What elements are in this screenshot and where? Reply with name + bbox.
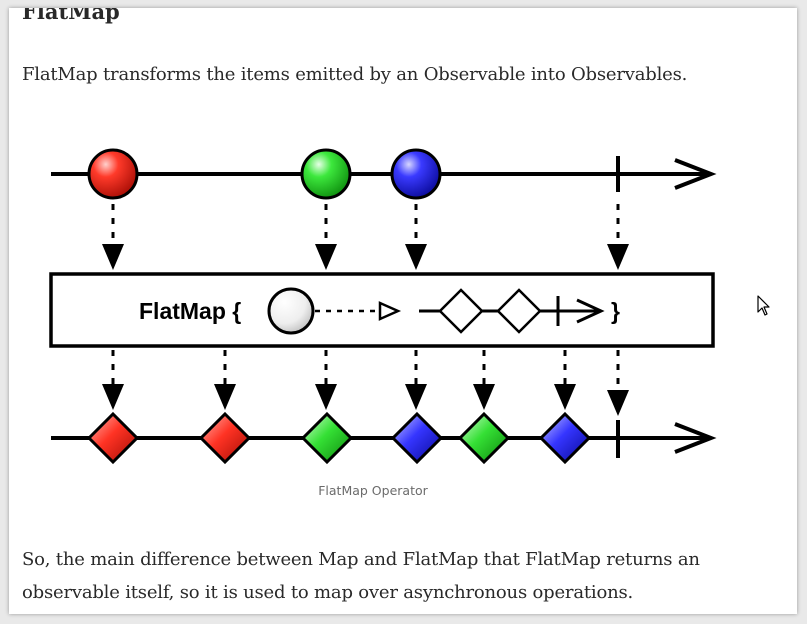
operator-diamond xyxy=(438,288,484,334)
mouse-cursor-icon xyxy=(757,295,770,316)
output-diamond-red xyxy=(86,411,140,465)
input-arrows xyxy=(111,204,620,244)
input-timeline-arrow xyxy=(674,158,717,190)
figure-caption: FlatMap Operator xyxy=(318,483,428,498)
marble-blue xyxy=(390,148,442,200)
operator-arrow xyxy=(576,298,605,324)
input-arrowheads xyxy=(102,244,629,270)
conclusion-line-2: observable itself, so it is used to map … xyxy=(22,582,634,603)
operator-input-marble xyxy=(267,287,315,335)
operator-hollow-arrowhead xyxy=(378,301,402,321)
operator-close-brace: } xyxy=(611,298,620,324)
flatmap-marble-diagram: FlatMap { } xyxy=(49,148,717,465)
output-diamond-red xyxy=(198,411,252,465)
conclusion-paragraph: So, the main difference between Map and … xyxy=(22,543,782,609)
output-timeline-arrow xyxy=(674,422,717,454)
operator-diamond xyxy=(496,288,542,334)
output-arrows xyxy=(111,350,620,390)
conclusion-line-1: So, the main difference between Map and … xyxy=(22,549,700,570)
marble-red xyxy=(87,148,139,200)
output-arrowheads xyxy=(102,384,629,416)
intro-paragraph: FlatMap transforms the items emitted by … xyxy=(22,64,688,85)
output-diamond-blue xyxy=(390,411,444,465)
article-card: FlatMap FlatMap transforms the items emi… xyxy=(9,8,797,614)
operator-label: FlatMap { xyxy=(139,298,241,324)
marble-green xyxy=(300,148,352,200)
output-diamond-blue xyxy=(538,411,592,465)
section-heading: FlatMap xyxy=(22,8,120,24)
output-diamond-green xyxy=(300,411,354,465)
output-diamond-green xyxy=(457,411,511,465)
